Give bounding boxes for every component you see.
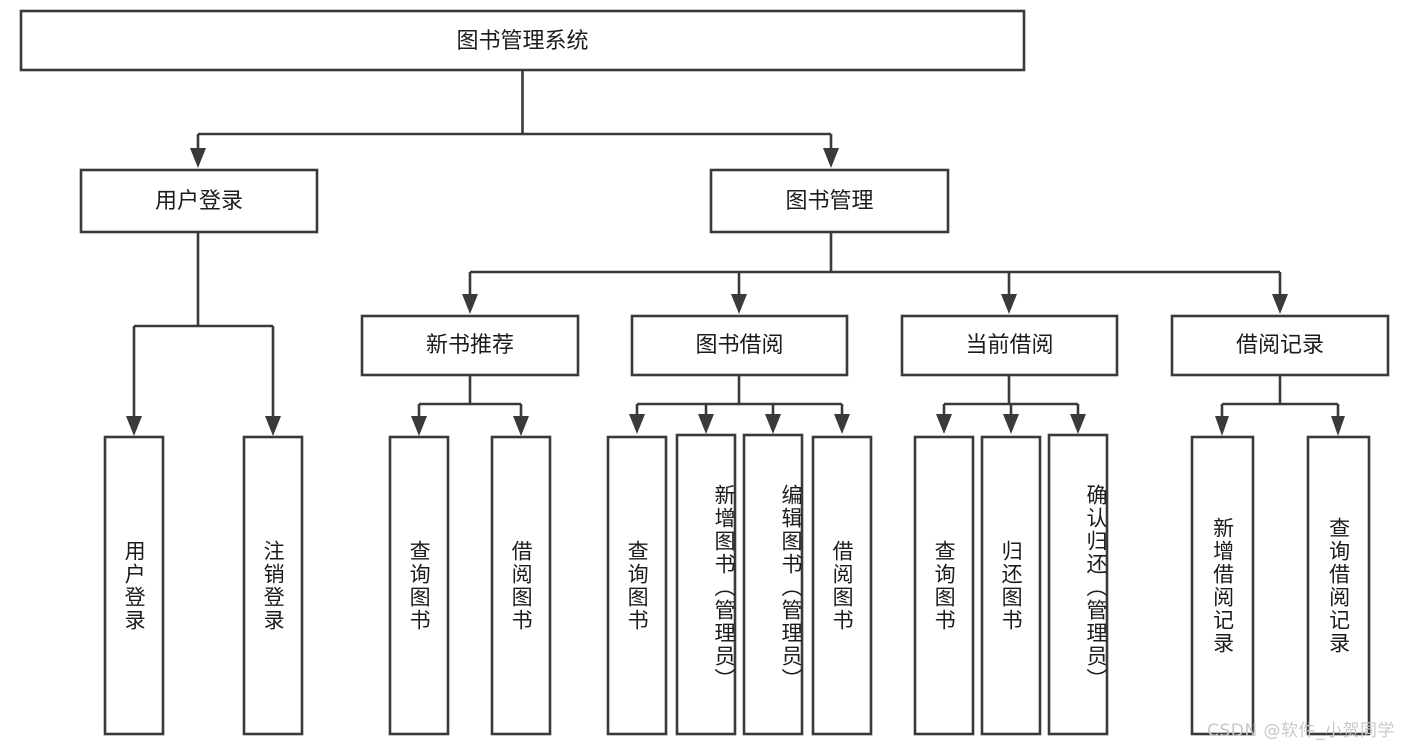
connector-group-book-borrow: [629, 375, 850, 434]
leaf-box-user-login-2[interactable]: [242, 435, 304, 736]
node-book-borrow[interactable]: 图书借阅: [630, 314, 849, 377]
arrow-bookborrow-leaf-3: [765, 414, 781, 434]
node-user-login-label: 用户登录: [155, 189, 243, 214]
node-book-manage[interactable]: 图书管理: [709, 168, 950, 234]
arrow-currentborrow-leaf-3: [1070, 414, 1086, 434]
node-current-borrow[interactable]: 当前借阅: [900, 314, 1119, 377]
arrow-userlogin-leaf-2: [265, 416, 281, 436]
arrow-bookmanage-to-book-borrow: [731, 294, 747, 314]
connector-group-current-borrow: [936, 375, 1086, 434]
arrow-borrowrecord-leaf-2: [1331, 416, 1345, 436]
arrow-bookborrow-leaf-1: [629, 414, 645, 434]
node-current-borrow-box: [900, 314, 1119, 377]
node-book-borrow-label: 图书借阅: [695, 333, 783, 358]
connector-group-root: [190, 70, 839, 168]
node-book-borrow-box: [630, 314, 849, 377]
node-borrow-record-box: [1170, 314, 1390, 377]
arrow-currentborrow-leaf-2: [1003, 414, 1019, 434]
leaf-box-current-borrow-2[interactable]: [980, 435, 1042, 736]
leaf-box-current-borrow-3[interactable]: [1047, 433, 1109, 736]
node-root-system[interactable]: 图书管理系统: [19, 9, 1026, 72]
node-borrow-record-label: 借阅记录: [1236, 333, 1324, 358]
arrow-borrowrecord-leaf-1: [1215, 416, 1229, 436]
node-user-login-box: [79, 168, 319, 234]
node-new-book-recommend-box: [360, 314, 580, 377]
csdn-watermark: CSDN @软件_小贺同学: [1207, 721, 1395, 741]
arrow-bookborrow-leaf-2: [698, 414, 714, 434]
arrow-newbook-leaf-1: [411, 416, 427, 436]
arrow-bookmanage-to-new-book: [462, 294, 478, 314]
leaf-box-book-borrow-1[interactable]: [606, 435, 668, 736]
leaf-box-new-book-2[interactable]: [490, 435, 552, 736]
node-new-book-recommend[interactable]: 新书推荐: [360, 314, 580, 377]
leaf-box-book-borrow-4[interactable]: [811, 435, 873, 736]
connector-group-borrow-record: [1215, 375, 1345, 436]
arrow-bookborrow-leaf-4: [834, 414, 850, 434]
arrow-bookmanage-to-current-borrow: [1001, 294, 1017, 314]
node-current-borrow-label: 当前借阅: [965, 333, 1053, 358]
arrow-root-to-user-login: [190, 148, 206, 168]
leaf-box-borrow-record-1[interactable]: [1190, 435, 1255, 736]
node-root-system-box: [19, 9, 1026, 72]
arrow-newbook-leaf-2: [513, 416, 529, 436]
connector-group-book-manage: [462, 232, 1288, 314]
node-new-book-recommend-label: 新书推荐: [426, 333, 514, 358]
arrow-root-to-book-manage: [823, 148, 839, 168]
arrow-currentborrow-leaf-1: [936, 414, 952, 434]
leaf-box-book-borrow-2[interactable]: [675, 433, 737, 736]
arrow-userlogin-leaf-1: [126, 416, 142, 436]
node-root-system-label: 图书管理系统: [456, 29, 588, 54]
node-book-manage-box: [709, 168, 950, 234]
leaf-box-current-borrow-1[interactable]: [913, 435, 975, 736]
node-user-login[interactable]: 用户登录: [79, 168, 319, 234]
node-book-manage-label: 图书管理: [785, 189, 873, 214]
leaf-box-book-borrow-3[interactable]: [742, 433, 804, 736]
leaf-box-user-login-1[interactable]: [103, 435, 165, 736]
leaf-box-borrow-record-2[interactable]: [1306, 435, 1371, 736]
arrow-bookmanage-to-borrow-record: [1272, 294, 1288, 314]
node-borrow-record[interactable]: 借阅记录: [1170, 314, 1390, 377]
connector-group-user-login: [126, 232, 281, 436]
leaf-box-new-book-1[interactable]: [388, 435, 450, 736]
connector-group-new-book: [411, 375, 529, 436]
